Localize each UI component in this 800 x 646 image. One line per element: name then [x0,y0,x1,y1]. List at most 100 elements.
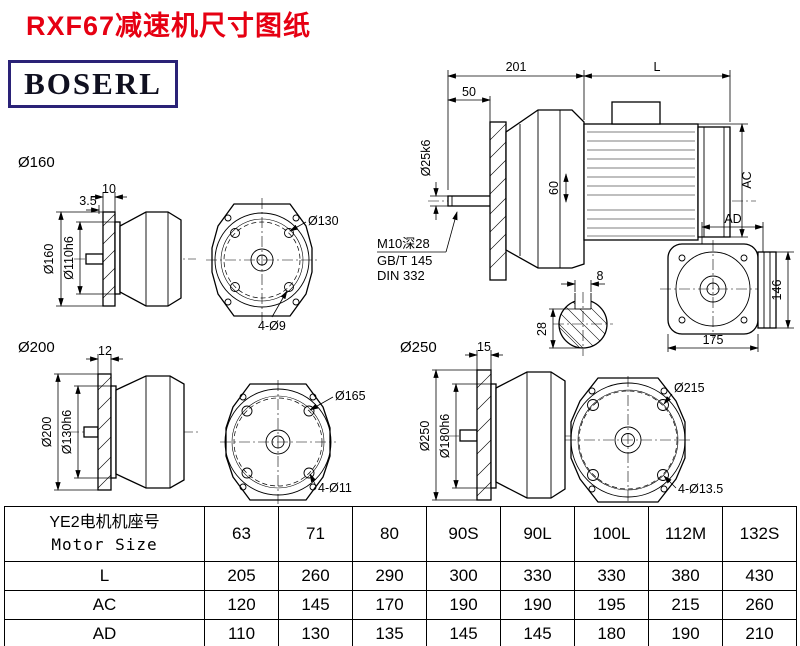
table-row-AC: AC 120 145 170 190 190 195 215 260 [4,590,797,620]
f200-holes: 4-Ø11 [318,481,352,495]
f160-dimensions: 10 3.5 Ø160 Ø110h6 [42,182,127,307]
keyway-height-dim: 28 [535,322,549,336]
view-main-assembly: 201 L 50 Ø25k6 60 AC M10深28 GB/T 145 DIN… [377,60,756,283]
view-keyway-section: 8 28 [535,269,613,356]
keyway-dimensions: 8 28 [535,269,605,349]
dim-50: 50 [462,85,476,99]
table-cell: 430 [722,561,797,591]
dim-146: 146 [770,280,784,301]
header-en: Motor Size [51,535,158,554]
table-cell: 290 [352,561,427,591]
table-cell: 170 [352,590,427,620]
label-f250: Ø250 [400,339,437,356]
f160-bolt-circle: Ø130 [308,214,339,228]
dim-ac: AC [740,171,754,188]
table-cell: 190 [500,590,575,620]
f250-pilot-dia: Ø180h6 [438,414,452,459]
f200-hatching [97,376,112,489]
f200-flange-dia: Ø200 [40,417,54,448]
output-shaft [447,195,493,207]
dim-ad: AD [724,212,741,226]
view-rear: AD 146 175 [660,212,794,352]
technical-drawing: 201 L 50 Ø25k6 60 AC M10深28 GB/T 145 DIN… [18,60,794,504]
f250-bolt-circle: Ø215 [674,381,705,395]
f250-holes: 4-Ø13.5 [678,482,723,496]
motor-cooling-fins [587,131,695,237]
table-cell: 330 [500,561,575,591]
table-cell: 260 [722,590,797,620]
size-col-header: 80 [352,506,427,562]
size-col-header: 63 [204,506,279,562]
f160-flange-dia: Ø160 [42,244,56,275]
page-title: RXF67减速机尺寸图纸 [26,11,312,41]
table-cell: 210 [722,619,797,646]
table-cell: 205 [204,561,279,591]
f250-dimensions: 15 Ø250 Ø180h6 [418,340,503,501]
motor-body [583,123,699,241]
table-cell: 120 [204,590,279,620]
gear-housing [505,109,585,269]
main-dimensions: 201 L 50 Ø25k6 60 AC [419,60,754,238]
f250-dim-15: 15 [477,340,491,354]
size-col-header: 90S [426,506,501,562]
table-cell: 130 [278,619,353,646]
f200-dimensions: 12 Ø200 Ø130h6 [40,344,123,491]
f160-holes: 4-Ø9 [258,319,286,333]
dim-201: 201 [506,60,527,74]
table-row-AD: AD 110 130 135 145 145 180 190 210 [4,619,797,646]
fan-cover [697,126,731,238]
f200-dim-12: 12 [98,344,112,358]
table-cell: 145 [278,590,353,620]
table-row-L: L 205 260 290 300 330 330 380 430 [4,561,797,591]
dimension-table: YE2电机机座号 Motor Size 63 71 80 90S 90L 100… [4,506,797,646]
f160-dim-3-5: 3.5 [79,194,96,208]
f250-hatching [476,373,492,497]
view-flange-160: Ø160 10 3.5 Ø160 Ø110 [18,154,339,333]
label-f200: Ø200 [18,339,55,356]
f160-pilot-dia: Ø110h6 [62,236,76,280]
table-cell: 145 [426,619,501,646]
dim-175: 175 [703,333,724,347]
table-cell: 195 [574,590,649,620]
f160-dim-10: 10 [102,182,116,196]
note-din: DIN 332 [377,268,425,283]
mounting-flange [489,121,507,281]
dim-60: 60 [547,181,561,195]
header-cn: YE2电机机座号 [49,514,160,531]
gear-housing-ribs [519,110,561,268]
table-cell: 380 [648,561,723,591]
table-cell: 180 [574,619,649,646]
table-cell: 215 [648,590,723,620]
terminal-box [611,101,661,125]
label-f160: Ø160 [18,154,55,171]
f200-pilot-dia: Ø130h6 [60,410,74,455]
keyway-width-dim: 8 [597,269,604,283]
view-flange-250: Ø250 15 Ø250 Ø180h6 [400,339,723,504]
row-label: L [4,561,205,591]
f250-flange-dia: Ø250 [418,421,432,452]
table-cell: 300 [426,561,501,591]
table-header-row: YE2电机机座号 Motor Size 63 71 80 90S 90L 100… [4,506,797,562]
size-col-header: 71 [278,506,353,562]
table-cell: 260 [278,561,353,591]
f160-hatching [102,213,116,299]
row-label: AC [4,590,205,620]
row-label: AD [4,619,205,646]
size-col-header: 132S [722,506,797,562]
size-col-header: 90L [500,506,575,562]
table-cell: 190 [426,590,501,620]
table-cell: 135 [352,619,427,646]
view-flange-200: Ø200 12 Ø200 Ø130h6 [18,339,366,504]
motor-size-header-cell: YE2电机机座号 Motor Size [4,506,205,562]
tap-note: M10深28 GB/T 145 DIN 332 [377,211,458,283]
dim-shaft-dia: Ø25k6 [419,140,433,177]
size-col-header: 112M [648,506,723,562]
brand-logo: BOSERL [8,60,178,108]
rear-flange-edge [757,251,777,329]
rear-dimensions: AD 146 175 [667,212,794,352]
table-cell: 190 [648,619,723,646]
dim-L: L [654,60,661,74]
size-col-header: 100L [574,506,649,562]
note-gb: GB/T 145 [377,253,432,268]
